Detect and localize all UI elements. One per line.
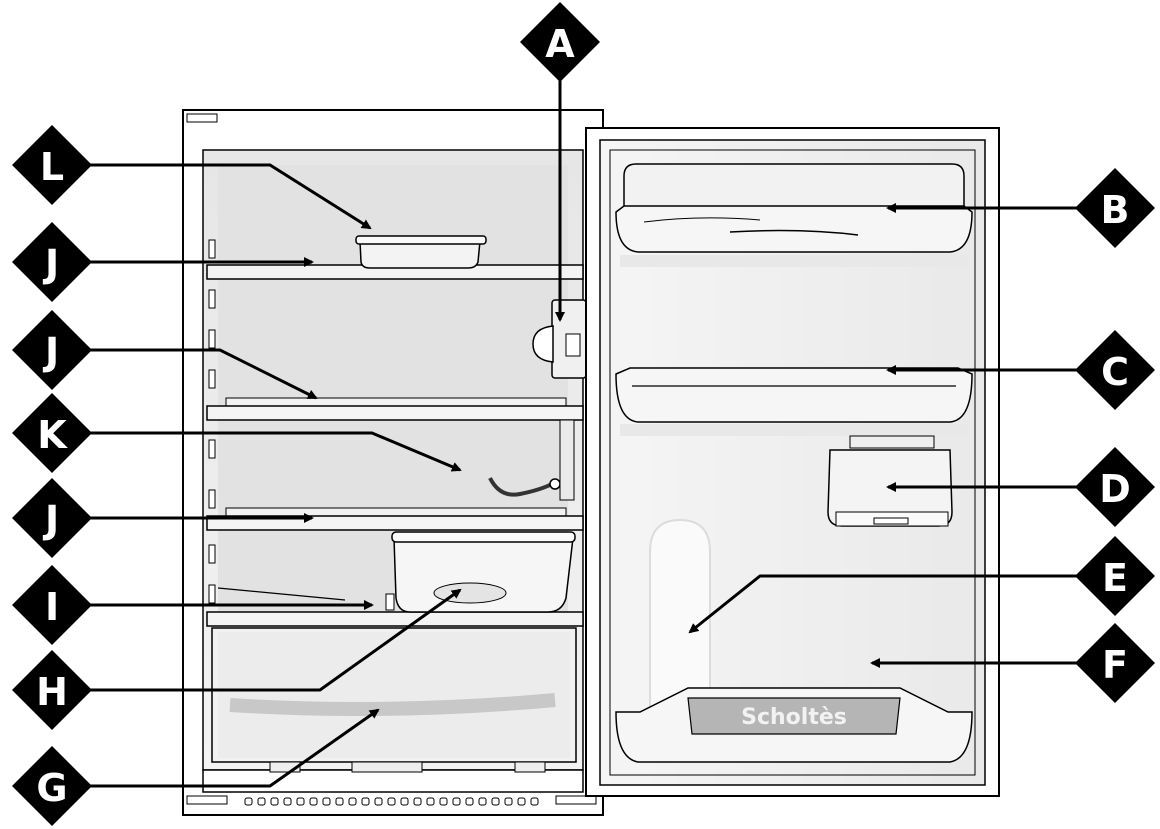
cabinet-top-trim [186, 113, 218, 123]
callout-a: A [520, 2, 600, 82]
callout-l: L [12, 125, 92, 205]
callout-c: C [1075, 330, 1155, 410]
callout-e: E [1075, 536, 1155, 616]
callout-label-j3: J [42, 498, 59, 542]
door-small-compartment [827, 435, 953, 527]
callout-label-l: L [40, 145, 64, 189]
leader-l [90, 163, 372, 230]
covered-dish [355, 235, 487, 269]
shelf-clip [385, 593, 395, 611]
glass-shelf-2 [225, 397, 567, 407]
shelf-rails [208, 239, 216, 604]
callout-j3: J [12, 478, 92, 558]
door-balcony-top [615, 163, 973, 267]
door-balcony-middle [615, 367, 973, 436]
callout-label-h: H [36, 670, 68, 714]
fridge-cabinet [182, 109, 604, 816]
cabinet-base [186, 761, 597, 806]
drain-channel [488, 419, 575, 501]
glass-shelf-2-front [206, 405, 584, 421]
leader-j2 [90, 348, 318, 400]
callout-i: I [12, 565, 92, 645]
brand-plate [687, 697, 901, 735]
brand-logo: Scholtès [741, 705, 847, 730]
leader-h [90, 588, 462, 692]
callout-label-a: A [545, 22, 575, 66]
callout-label-d: D [1099, 467, 1131, 511]
callout-label-k: K [37, 413, 68, 457]
callout-label-i: I [45, 585, 59, 629]
ventilation-grille [244, 797, 539, 806]
callout-d: D [1075, 447, 1155, 527]
callout-label-j2: J [42, 330, 59, 374]
callout-g: G [12, 746, 92, 826]
callout-label-f: F [1102, 643, 1128, 687]
crisper-drawer [211, 627, 577, 763]
crisper-cover-shelf [206, 611, 584, 627]
leader-g [90, 708, 380, 788]
callout-j2: J [12, 310, 92, 390]
bottle-holder [649, 518, 711, 711]
fridge-door: Scholtès [585, 127, 1000, 797]
callout-h: H [12, 650, 92, 730]
leader-e [688, 574, 1080, 634]
callout-j1: J [12, 222, 92, 302]
leader-lines [90, 80, 1080, 788]
storage-tray [391, 531, 576, 613]
callout-label-b: B [1101, 188, 1130, 232]
callout-label-c: C [1101, 350, 1129, 394]
door-balcony-bottom: Scholtès [615, 687, 973, 763]
callout-label-e: E [1102, 556, 1128, 600]
callout-f: F [1075, 623, 1155, 703]
callout-label-j1: J [42, 242, 59, 286]
leader-k [90, 431, 462, 472]
callout-label-g: G [36, 766, 67, 810]
callout-b: B [1075, 168, 1155, 248]
glass-shelf-3 [225, 507, 567, 517]
callout-k: K [12, 393, 92, 473]
